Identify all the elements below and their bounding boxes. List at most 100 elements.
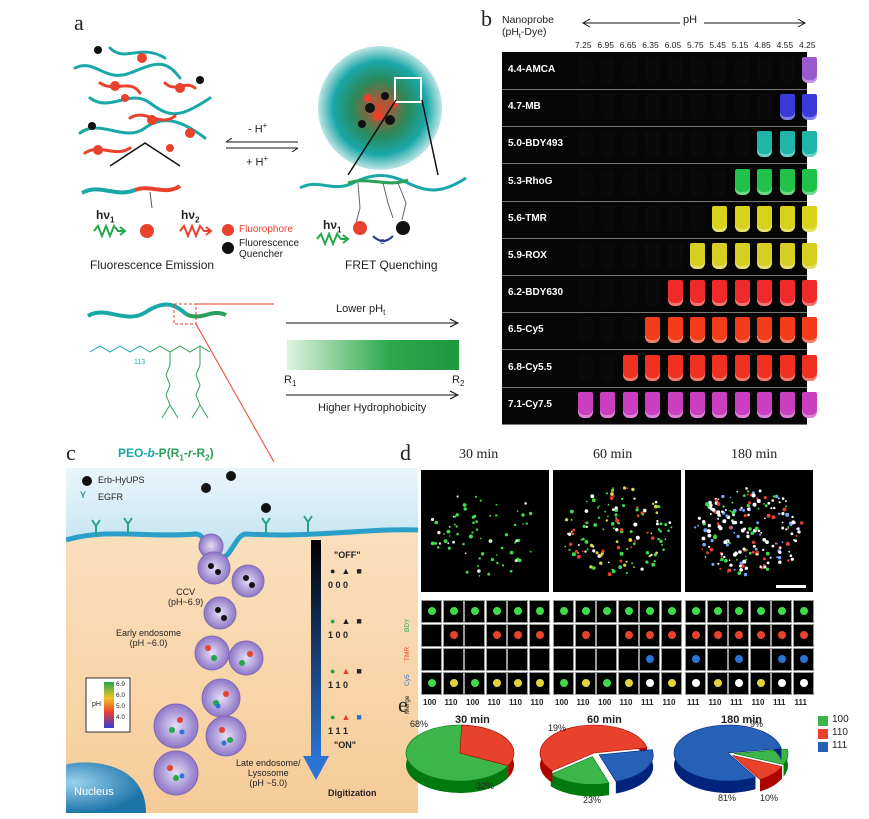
tube-dark bbox=[645, 205, 661, 232]
thumbnail bbox=[485, 672, 507, 695]
panel-d-letter: d bbox=[400, 440, 411, 465]
tube-dark bbox=[690, 168, 705, 195]
probe-label: 5.0-BDY493 bbox=[508, 138, 564, 150]
tube-dark bbox=[712, 94, 728, 121]
thumbnail-code: 110 bbox=[576, 698, 590, 707]
vesicle-dot bbox=[585, 525, 588, 528]
vesicle-dot bbox=[632, 542, 636, 546]
vesicle-dot bbox=[500, 546, 504, 550]
thumbnail-spot bbox=[778, 679, 786, 687]
vesicle-dot bbox=[707, 533, 712, 538]
vesicle-dot bbox=[717, 524, 722, 529]
vesicle-dot bbox=[742, 547, 746, 551]
tube-dark bbox=[734, 94, 750, 121]
thumbnail bbox=[528, 624, 550, 647]
tube-fluorescent bbox=[779, 354, 795, 381]
vesicle-dot bbox=[621, 497, 624, 501]
thumbnail-spot bbox=[471, 607, 479, 615]
vesicle-dot bbox=[701, 548, 704, 550]
legend-quencher-icon bbox=[222, 242, 234, 254]
tube-dark bbox=[667, 168, 683, 195]
vesicle-dot bbox=[797, 530, 801, 534]
vesicle-dot bbox=[734, 551, 738, 556]
thumbnail-spot bbox=[778, 607, 786, 615]
vesicle-dot bbox=[525, 522, 528, 525]
thumbnail bbox=[553, 624, 574, 647]
thumbnail bbox=[421, 672, 442, 695]
vesicle-dot bbox=[729, 496, 732, 499]
thumbnail bbox=[442, 624, 464, 647]
thumbnail bbox=[596, 672, 617, 695]
thumbnail bbox=[528, 600, 550, 623]
vesicle-dot bbox=[648, 554, 651, 558]
thumbnail-spot bbox=[799, 607, 808, 615]
vesicle-dot bbox=[654, 504, 658, 509]
vesicle-dot bbox=[636, 506, 639, 509]
egfr-icon: Y bbox=[80, 490, 87, 500]
vesicle-dot bbox=[762, 548, 765, 551]
vesicle-dot bbox=[771, 544, 775, 548]
thumbnail bbox=[639, 672, 660, 695]
vesicle-dot bbox=[475, 520, 478, 523]
thumbnail-spot bbox=[713, 679, 722, 687]
electron-label: e bbox=[380, 236, 385, 246]
thumbnail-spot bbox=[667, 679, 676, 687]
vesicle-dot bbox=[601, 549, 605, 553]
vesicle-dot bbox=[764, 517, 766, 520]
tube-dark bbox=[578, 243, 593, 269]
thumbnail-spot bbox=[581, 679, 590, 687]
vesicle-dot bbox=[776, 556, 779, 559]
pie-slice-side bbox=[550, 774, 610, 797]
vesicle-dot bbox=[723, 540, 728, 545]
tube-fluorescent bbox=[779, 205, 795, 232]
vesicle-dot bbox=[585, 500, 588, 503]
tube-fluorescent bbox=[712, 354, 728, 381]
vesicle-dot bbox=[781, 526, 785, 530]
vesicle-dot bbox=[773, 506, 776, 510]
thumbnail-code: 110 bbox=[444, 698, 458, 707]
tube-dark bbox=[645, 131, 661, 158]
tube-fluorescent bbox=[757, 280, 773, 307]
legend-erb-hyups: Erb-HyUPS bbox=[98, 475, 145, 485]
vesicle-dot bbox=[592, 545, 595, 548]
thumbnail-code: 100 bbox=[423, 698, 437, 707]
vesicle-dot bbox=[705, 502, 709, 507]
vesicle-dot bbox=[751, 550, 755, 554]
vesicle-dot bbox=[646, 531, 649, 534]
symbols-row-100: ●▲■ bbox=[330, 616, 368, 626]
vesicle-dot bbox=[489, 538, 492, 541]
tube-fluorescent bbox=[757, 131, 773, 158]
vesicle-dot bbox=[789, 554, 793, 557]
vesicle-dot bbox=[795, 534, 798, 537]
pie-title-180: 180 min bbox=[721, 714, 762, 726]
probe-row: 5.9-ROX bbox=[502, 238, 817, 276]
vesicle-dot bbox=[721, 494, 725, 499]
tube-dark bbox=[622, 205, 638, 232]
vesicle-dot bbox=[610, 492, 614, 496]
vesicle-dot bbox=[782, 507, 787, 512]
vesicle-dot bbox=[731, 510, 735, 515]
vesicle-dot bbox=[430, 517, 435, 522]
vesicle-dot bbox=[471, 515, 475, 519]
vesicle-dot bbox=[748, 527, 752, 531]
vesicle-dot bbox=[462, 542, 465, 546]
legend-fluorophore-icon bbox=[222, 224, 234, 236]
vesicle-dot bbox=[746, 548, 748, 551]
vesicle-dot bbox=[577, 554, 581, 559]
vesicle-dot bbox=[765, 540, 769, 544]
legend-label-110: 110 bbox=[832, 727, 848, 738]
thumbnail bbox=[685, 648, 706, 671]
tube-fluorescent bbox=[690, 243, 705, 269]
vesicle-dot bbox=[568, 548, 571, 551]
vesicle-dot bbox=[661, 543, 664, 546]
cell-diagram bbox=[66, 468, 418, 813]
thumbnail-spot bbox=[713, 631, 722, 639]
probe-label: 6.2-BDY630 bbox=[508, 287, 564, 299]
thumbnail bbox=[639, 648, 660, 671]
equilibrium-arrows bbox=[225, 138, 299, 152]
vesicle-dot bbox=[766, 561, 770, 565]
vesicle-dot bbox=[629, 530, 633, 534]
vesicle-dot bbox=[477, 565, 480, 567]
tube-fluorescent bbox=[779, 391, 795, 418]
vesicle-dot bbox=[615, 518, 620, 523]
